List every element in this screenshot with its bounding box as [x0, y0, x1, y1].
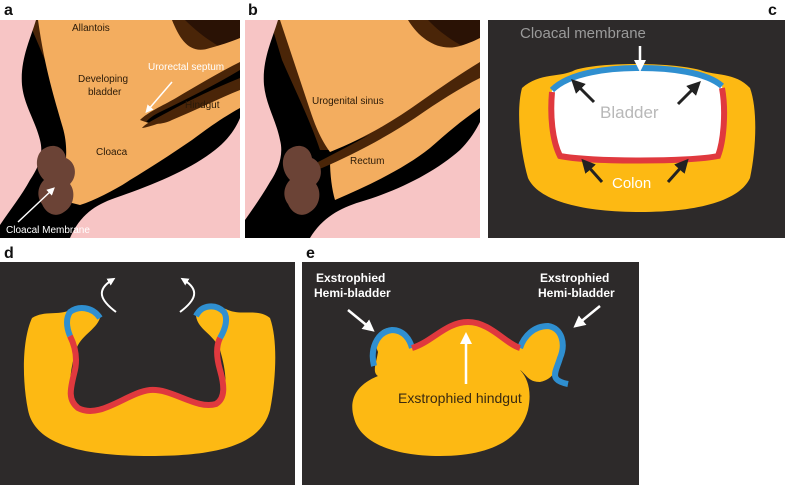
panel-b-pink-right — [310, 122, 480, 238]
rectum-shape — [330, 76, 480, 200]
panel-e-letter: e — [306, 245, 315, 262]
label-rectum: Rectum — [350, 156, 384, 167]
panel-a-cloacal-membrane-shape — [36, 145, 75, 215]
panel-e-arrow-left — [347, 309, 375, 332]
panel-d-arrow-left — [101, 277, 117, 313]
label-colon-c: Colon — [612, 175, 651, 192]
label-hindgut: Hindgut — [185, 100, 220, 111]
panel-d-red-cleft — [67, 334, 227, 414]
label-bladder-c: Bladder — [600, 103, 659, 122]
panel-c-colon-arrow-left — [581, 158, 604, 183]
label-urorectal-septum: Urorectal septum — [148, 62, 224, 73]
label-cloacal-membrane: Cloacal Membrane — [6, 225, 90, 236]
panel-c-colon-wall — [548, 87, 728, 164]
panel-c-bladder-arrow-left — [571, 79, 596, 104]
urogenital-sinus-shape — [280, 20, 480, 152]
label-e-right-hemi-2: Hemi-bladder — [538, 286, 615, 300]
label-allantois: Allantois — [72, 23, 110, 34]
panel-d-body — [23, 306, 276, 456]
panel-a-pink-left — [0, 20, 42, 225]
panel-c-bladder — [551, 68, 725, 161]
panel-c-colon-arrow-right — [666, 158, 689, 183]
label-urogenital-sinus: Urogenital sinus — [312, 96, 384, 107]
panel-e-arrow-right — [573, 305, 601, 328]
panel-e-body — [352, 322, 563, 456]
panel-d-arrow-right — [179, 277, 195, 313]
panel-e-blue-right — [517, 322, 569, 387]
panel-b-membrane-shape — [282, 145, 321, 215]
urorectal-septum-arrow — [145, 81, 173, 114]
panel-b-pink-left — [245, 20, 282, 220]
panel-e-red-hindgut — [410, 318, 522, 351]
label-developing: Developing — [78, 74, 128, 85]
panel-c-letter: c — [768, 2, 777, 19]
panel-c-bladder-arrow-right — [676, 81, 701, 106]
label-e-hindgut: Exstrophied hindgut — [398, 390, 522, 406]
panel-b: Urogenital sinus Rectum b — [245, 2, 480, 238]
panel-b-letter: b — [248, 2, 258, 19]
panel-a-pink-right — [70, 118, 240, 238]
label-e-right-hemi-1: Exstrophied — [540, 271, 609, 285]
panel-d-blue-left — [64, 305, 103, 338]
panel-d-blue-right — [193, 303, 230, 340]
panel-a-orange-tissue — [38, 20, 240, 205]
panel-c: Cloacal membrane Bladder Colon c — [488, 2, 785, 238]
panel-d: d — [0, 245, 295, 485]
label-cloacal-membrane-c: Cloacal membrane — [520, 25, 646, 42]
label-e-left-hemi-2: Hemi-bladder — [314, 286, 391, 300]
panel-d-letter: d — [4, 245, 14, 262]
cloacal-membrane-arrow — [17, 187, 55, 223]
panel-b-septum — [317, 66, 480, 169]
panel-a: Allantois Developing bladder Urorectal s… — [0, 2, 240, 238]
panel-e: Exstrophied Hemi-bladder Exstrophied Hem… — [302, 245, 639, 485]
label-e-left-hemi-1: Exstrophied — [316, 271, 385, 285]
panel-e-blue-left — [369, 326, 415, 367]
label-cloaca: Cloaca — [96, 147, 128, 158]
label-bladder: bladder — [88, 87, 122, 98]
panel-a-letter: a — [4, 2, 13, 19]
urorectal-septum-shape — [142, 78, 240, 128]
